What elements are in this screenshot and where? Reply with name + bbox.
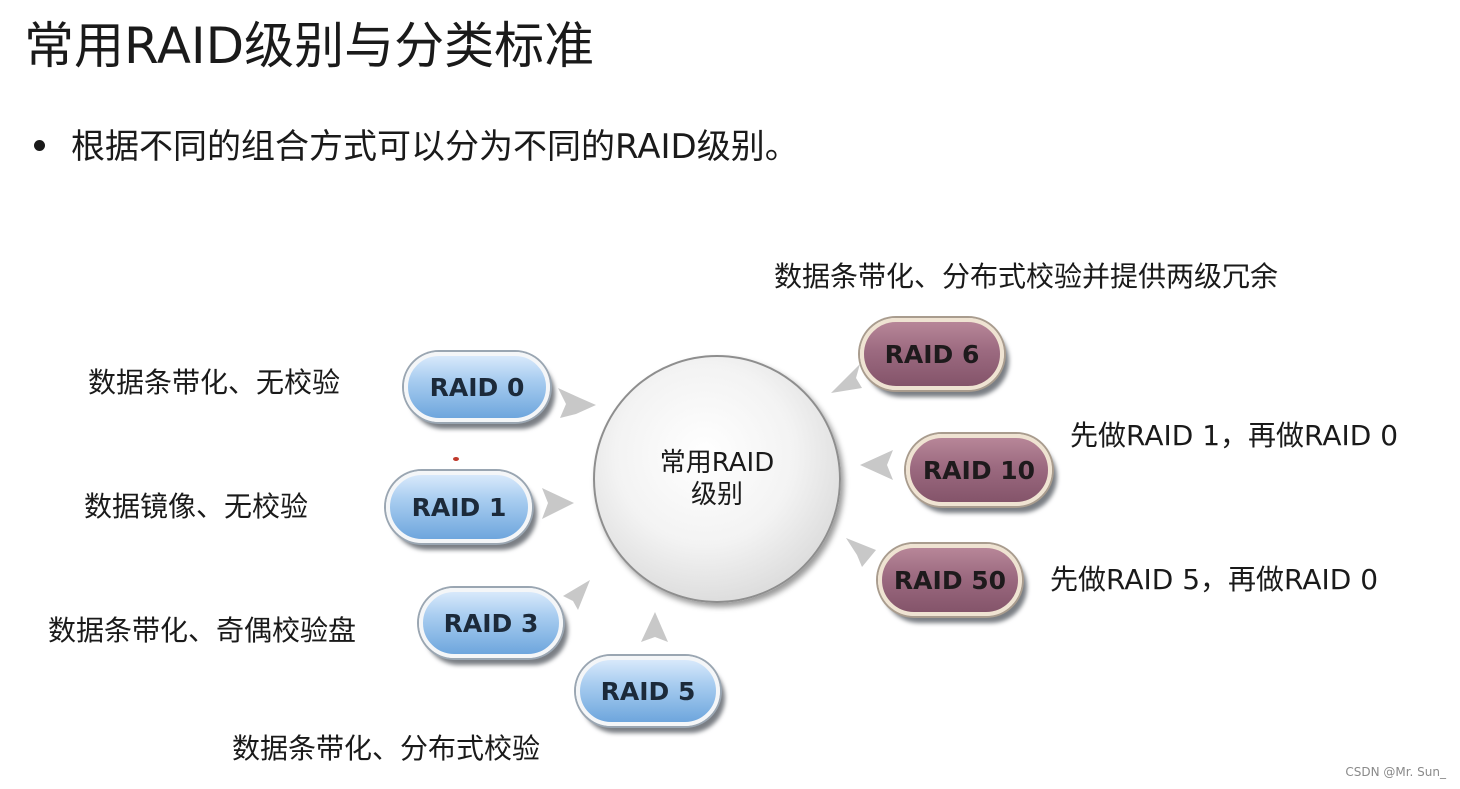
pill-raid0: RAID 0: [404, 352, 550, 422]
hub-circle-raid-levels: 常用RAID 级别: [593, 355, 841, 603]
arrow-raid1-icon: [542, 488, 574, 519]
pill-raid10: RAID 10: [906, 434, 1052, 506]
bullet-dot-icon: [34, 140, 45, 151]
caption-raid3: 数据条带化、奇偶校验盘: [48, 614, 357, 647]
pill-raid5: RAID 5: [576, 656, 720, 726]
hub-label-line2: 级别: [690, 480, 743, 510]
arrow-raid10-icon: [860, 450, 893, 480]
arrow-raid0-icon: [558, 388, 596, 418]
watermark: CSDN @Mr. Sun_: [1345, 765, 1446, 779]
pill-raid50: RAID 50: [878, 544, 1022, 616]
arrow-raid5-icon: [641, 612, 668, 642]
pill-raid6: RAID 6: [860, 318, 1004, 390]
arrow-raid50-icon: [846, 538, 876, 567]
pointer-dot-icon: [453, 457, 459, 461]
arrow-raid6-icon: [831, 364, 862, 393]
arrow-raid3-icon: [563, 580, 590, 610]
bullet-item: 根据不同的组合方式可以分为不同的RAID级别。: [34, 122, 799, 172]
caption-raid10: 先做RAID 1，再做RAID 0: [1070, 419, 1399, 452]
hub-label-line1: 常用RAID: [659, 448, 775, 478]
caption-raid1: 数据镜像、无校验: [84, 490, 309, 523]
caption-raid0: 数据条带化、无校验: [88, 366, 341, 399]
pill-raid3: RAID 3: [419, 588, 563, 658]
slide-title: 常用RAID级别与分类标准: [24, 17, 595, 75]
caption-raid50: 先做RAID 5，再做RAID 0: [1050, 563, 1379, 596]
caption-raid5: 数据条带化、分布式校验: [232, 732, 541, 765]
pill-raid1: RAID 1: [386, 471, 532, 543]
caption-raid6: 数据条带化、分布式校验并提供两级冗余: [774, 260, 1279, 293]
bullet-text: 根据不同的组合方式可以分为不同的RAID级别。: [71, 127, 799, 167]
